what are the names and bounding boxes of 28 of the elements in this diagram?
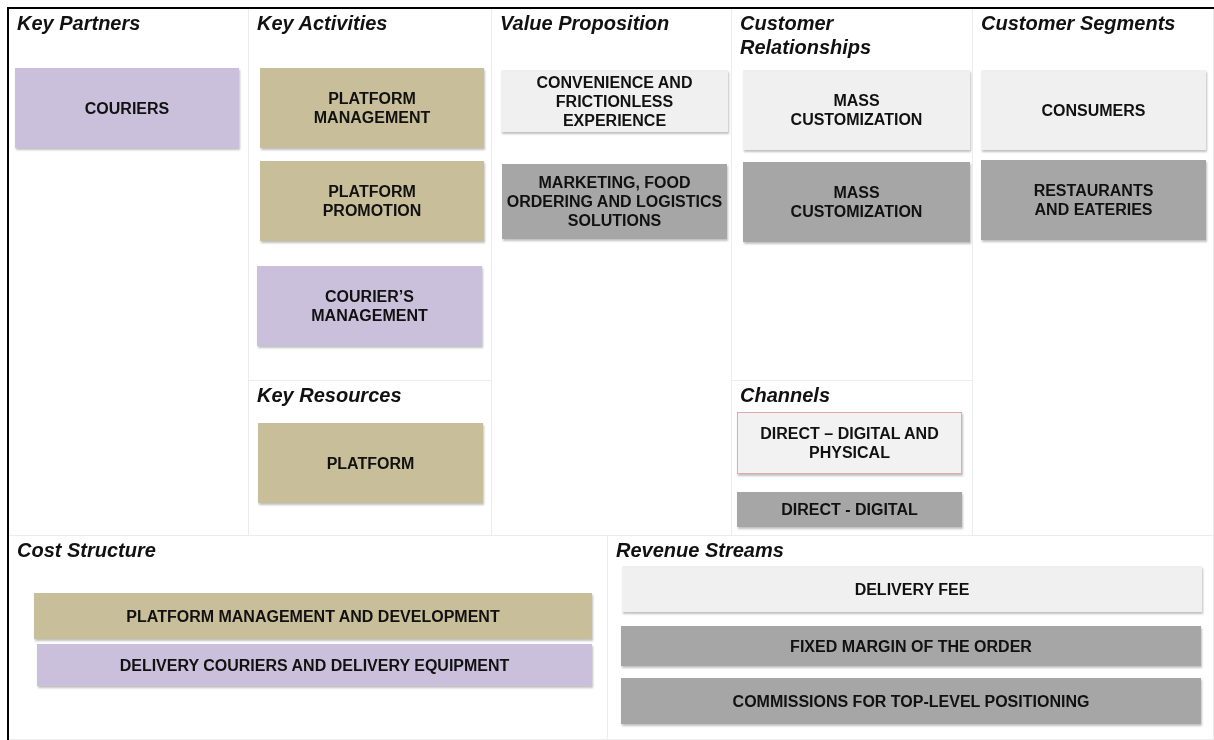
sticky-note: CONSUMERS: [981, 70, 1206, 150]
section-heading: Key Partners: [17, 11, 142, 35]
sticky-note: FIXED MARGIN OF THE ORDER: [621, 626, 1201, 666]
sticky-note: PLATFORM PROMOTION: [260, 161, 484, 241]
section-heading: Cost Structure: [17, 538, 157, 562]
sticky-note: PLATFORM MANAGEMENT: [260, 68, 484, 148]
sticky-note: COURIER’S MANAGEMENT: [257, 266, 482, 346]
sticky-note: COMMISSIONS FOR TOP-LEVEL POSITIONING: [621, 678, 1201, 724]
sticky-note: MARKETING, FOOD ORDERING AND LOGISTICS SOLUTIONS: [502, 164, 727, 239]
section-heading: Channels: [740, 383, 832, 407]
sticky-note: MASS CUSTOMIZATION: [743, 162, 970, 242]
canvas-section: [607, 535, 1214, 740]
sticky-note: DELIVERY COURIERS AND DELIVERY EQUIPMENT: [37, 644, 592, 686]
sticky-note: COURIERS: [15, 68, 239, 148]
sticky-note: MASS CUSTOMIZATION: [743, 70, 970, 150]
section-heading: Key Resources: [257, 383, 403, 407]
sticky-note: DIRECT – DIGITAL AND PHYSICAL: [737, 412, 962, 474]
section-heading: Key Activities: [257, 11, 389, 35]
sticky-note: DIRECT - DIGITAL: [737, 492, 962, 527]
section-heading: Customer Relationships: [740, 11, 873, 59]
sticky-note: RESTAURANTS AND EATERIES: [981, 160, 1206, 240]
sticky-note: DELIVERY FEE: [622, 566, 1202, 612]
section-heading: Customer Segments: [981, 11, 1177, 35]
sticky-note: PLATFORM: [258, 423, 483, 503]
section-heading: Revenue Streams: [616, 538, 785, 562]
sticky-note: PLATFORM MANAGEMENT AND DEVELOPMENT: [34, 593, 592, 639]
sticky-note: CONVENIENCE AND FRICTIONLESS EXPERIENCE: [501, 70, 728, 132]
section-heading: Value Proposition: [500, 11, 671, 35]
